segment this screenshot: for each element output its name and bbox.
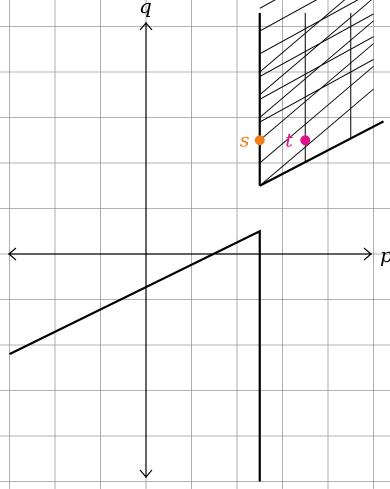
x-axis-label: p	[380, 243, 390, 267]
point-t-marker	[300, 135, 311, 146]
hatch-line	[259, 88, 374, 187]
region-bottom-edge	[259, 120, 385, 187]
hatch-line	[259, 43, 374, 141]
hatch-line	[259, 0, 359, 55]
y-axis-arrow-up	[139, 22, 153, 31]
hatch-line	[259, 0, 346, 73]
x-axis-arrow-left	[8, 247, 17, 261]
hatch-line	[259, 59, 374, 123]
shaded-region	[258, 0, 385, 187]
point-t-label: t	[285, 129, 293, 151]
hatch-line	[259, 13, 374, 77]
point-s-marker	[254, 135, 265, 146]
lower-curve	[9, 229, 261, 482]
x-axis-arrow-right	[363, 247, 372, 261]
curves	[9, 229, 261, 482]
y-axis-label: q	[139, 0, 152, 18]
hatch-line	[259, 0, 276, 9]
hatch-line	[259, 0, 372, 96]
hatch-line	[259, 0, 318, 32]
hatch-line	[259, 65, 374, 164]
hatch-line	[259, 36, 374, 100]
y-axis-arrow-down	[139, 469, 153, 478]
point-s-label: s	[240, 129, 250, 151]
hatch-line	[259, 20, 374, 118]
axes	[8, 22, 372, 478]
